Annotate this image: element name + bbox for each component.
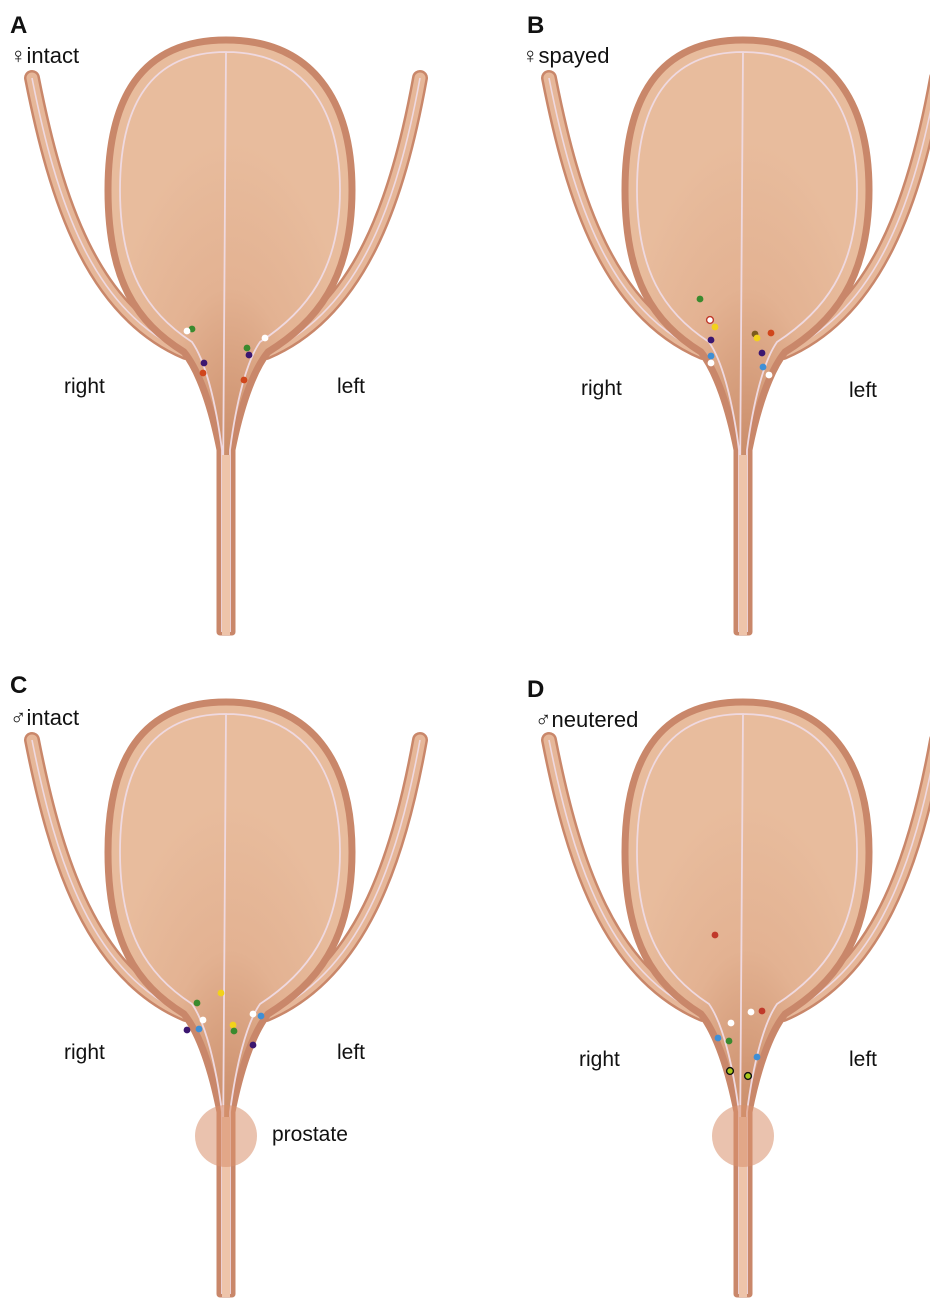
lesion-dot	[697, 296, 704, 303]
left-label: left	[849, 1049, 877, 1071]
urethra	[222, 455, 230, 635]
lesion-dot	[184, 1027, 191, 1034]
lesion-dot	[745, 1073, 752, 1080]
panel-letter: A	[10, 14, 27, 38]
lesion-dot	[712, 324, 719, 331]
panel-title: ♂intact	[10, 706, 79, 730]
lesion-dot	[241, 377, 248, 384]
lesion-dot	[196, 1026, 203, 1033]
urethra	[739, 455, 747, 635]
right-label: right	[581, 378, 622, 400]
lesion-dot	[230, 1022, 237, 1029]
bladder-diagram-c	[0, 662, 465, 1309]
lesion-dot	[201, 360, 208, 367]
lesion-dot	[218, 990, 225, 997]
lesion-dot	[708, 337, 715, 344]
lesion-dot	[759, 350, 766, 357]
panel-letter: B	[527, 14, 544, 38]
panel-b: B ♀spayed right left	[517, 0, 930, 647]
right-label: right	[579, 1049, 620, 1071]
lesion-dot	[708, 360, 715, 367]
lesion-dot	[250, 1042, 257, 1049]
bladder-diagram-d	[517, 662, 930, 1309]
bladder-diagram-a	[0, 0, 465, 647]
panel-title: ♀spayed	[522, 44, 609, 68]
lesion-dot	[715, 1035, 722, 1042]
bladder-diagram-b	[517, 0, 930, 647]
lesion-dot	[246, 352, 253, 359]
lesion-dot	[250, 1011, 257, 1018]
lesion-dot	[754, 335, 761, 342]
lesion-dot	[194, 1000, 201, 1007]
panel-a: A ♀intact right left	[0, 0, 465, 647]
prostate	[712, 1105, 774, 1167]
lesion-dot	[707, 317, 714, 324]
panel-letter: C	[10, 674, 27, 698]
lesion-dot	[727, 1068, 734, 1075]
prostate	[195, 1105, 257, 1167]
panel-d: D ♂neutered right left	[517, 662, 930, 1309]
lesion-dot	[244, 345, 251, 352]
left-label: left	[337, 376, 365, 398]
lesion-dot	[748, 1009, 755, 1016]
left-label: left	[337, 1042, 365, 1064]
lesion-dot	[754, 1054, 761, 1061]
panel-title: ♀intact	[10, 44, 79, 68]
lesion-dot	[708, 353, 715, 360]
lesion-dot	[200, 1017, 207, 1024]
lesion-dot	[728, 1020, 735, 1027]
right-label: right	[64, 1042, 105, 1064]
panel-title: ♂neutered	[535, 708, 638, 732]
lesion-dot	[231, 1028, 238, 1035]
right-label: right	[64, 376, 105, 398]
left-label: left	[849, 380, 877, 402]
lesion-dot	[712, 932, 719, 939]
lesion-dot	[184, 328, 191, 335]
lesion-dot	[726, 1038, 733, 1045]
lesion-dot	[262, 335, 269, 342]
panel-letter: D	[527, 678, 544, 702]
lesion-dot	[200, 370, 207, 377]
prostate-label: prostate	[272, 1124, 348, 1146]
lesion-dot	[258, 1013, 265, 1020]
lesion-dot	[760, 364, 767, 371]
lesion-dot	[759, 1008, 766, 1015]
lesion-dot	[768, 330, 775, 337]
panel-c: C ♂intact right left prostate	[0, 662, 465, 1309]
lesion-dot	[766, 372, 773, 379]
